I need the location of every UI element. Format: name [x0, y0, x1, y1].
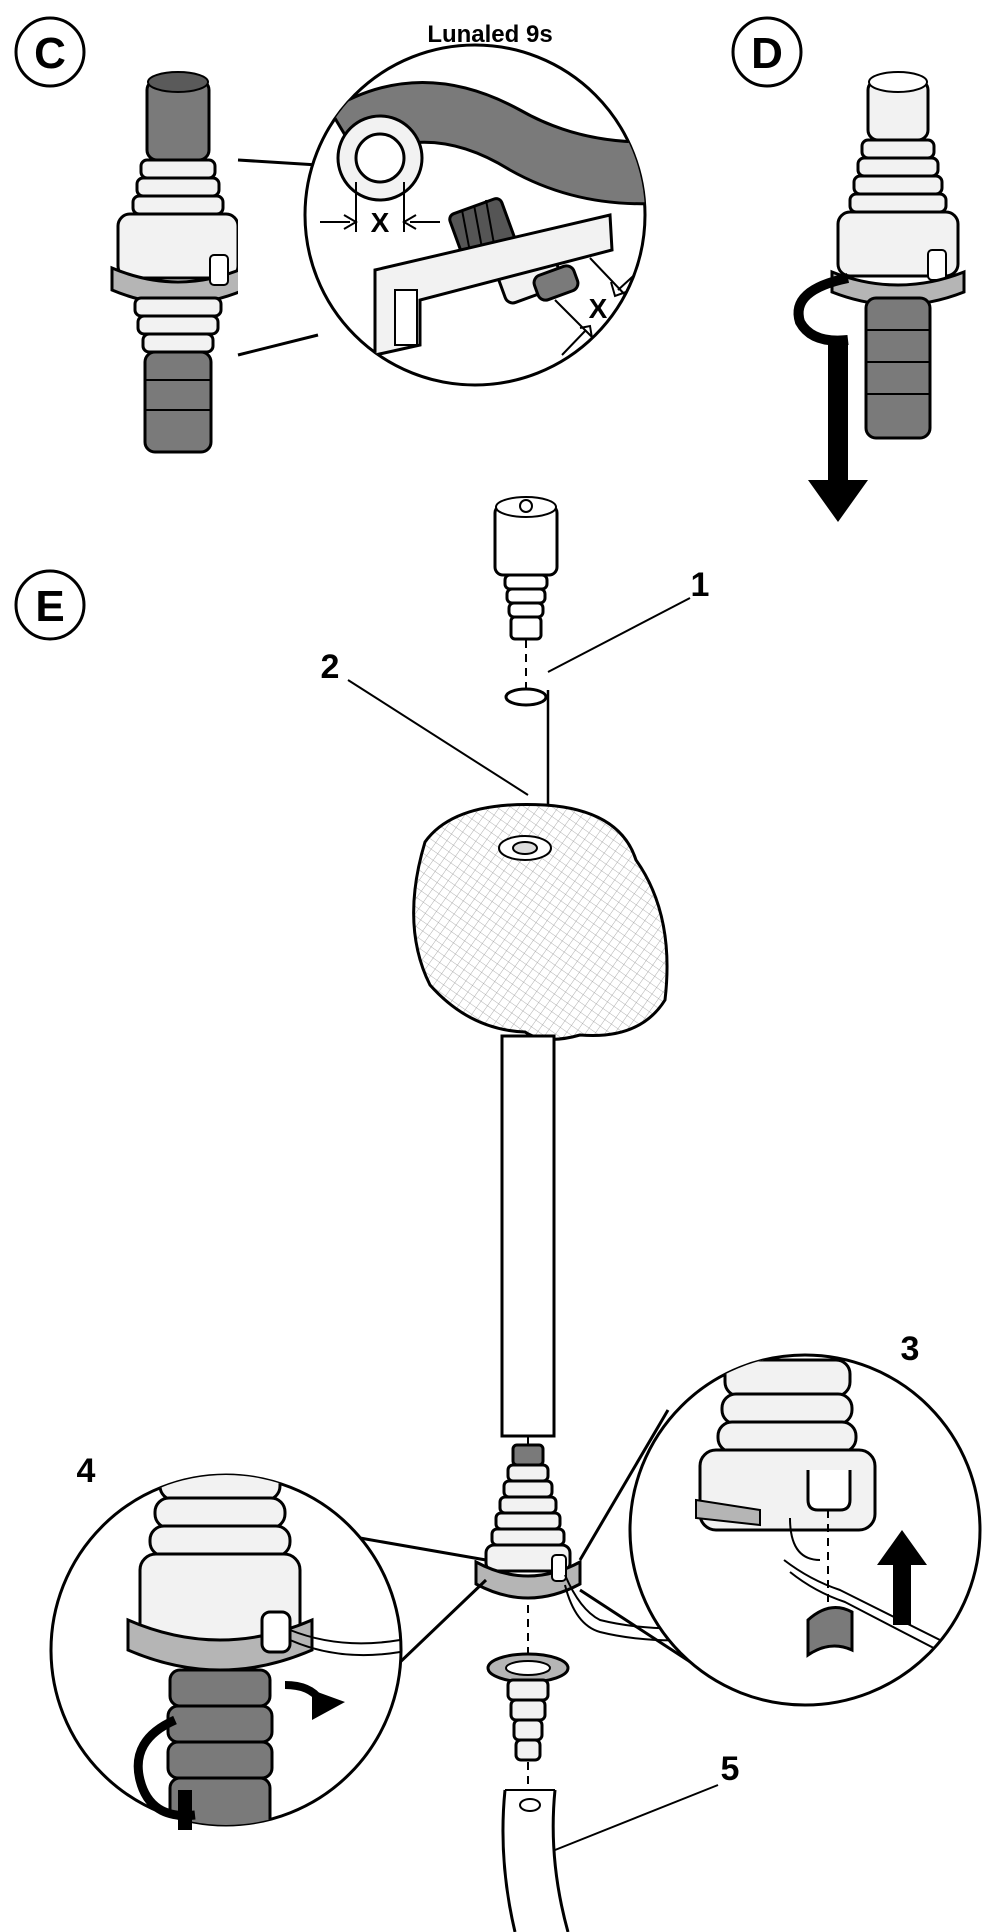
- rotate-arrow-icon: [133, 1715, 196, 1830]
- dimension-label-x-2: X: [589, 293, 608, 324]
- step-d-badge: D: [731, 16, 803, 88]
- callout-4: 4: [77, 1452, 96, 1490]
- coupling-c: [110, 71, 246, 454]
- right-arrow-icon: [284, 1681, 345, 1720]
- leader-line-2: [347, 679, 529, 796]
- step-c-label: C: [34, 29, 66, 78]
- callout-5: 5: [721, 1750, 740, 1788]
- drain-hose: [501, 1789, 570, 1932]
- step-e: E: [14, 496, 719, 1932]
- detail-c-caption: Lunaled 9s: [427, 21, 552, 48]
- step-d: D: [731, 16, 966, 522]
- dimension-label-x: X: [371, 207, 390, 238]
- rotate-arrow-icon: [793, 273, 850, 346]
- coupling-d: [830, 71, 966, 440]
- step-e-badge: E: [14, 569, 86, 641]
- up-arrow-icon: [877, 1530, 927, 1625]
- step-c-badge: C: [14, 16, 86, 88]
- step-d-label: D: [751, 29, 783, 78]
- step-c: C: [14, 16, 647, 454]
- down-arrow-icon: [808, 345, 868, 522]
- detail-3: 3: [578, 1330, 982, 1707]
- callout-1: 1: [691, 566, 710, 604]
- mesh-float: [412, 802, 669, 1041]
- hose-adaptor: [486, 1652, 570, 1762]
- step-e-label: E: [35, 582, 64, 631]
- callout-2: 2: [321, 648, 340, 686]
- o-ring: [504, 687, 548, 707]
- float-cap: [493, 496, 559, 641]
- leader-line-1: [547, 597, 691, 673]
- stand-tube: [500, 1034, 556, 1470]
- callout-3: 3: [901, 1330, 920, 1368]
- coupling-e: [474, 1443, 691, 1642]
- detail-c: X X: [303, 43, 647, 387]
- detail-4: 4: [49, 1452, 488, 1830]
- leader-line-5: [554, 1784, 719, 1851]
